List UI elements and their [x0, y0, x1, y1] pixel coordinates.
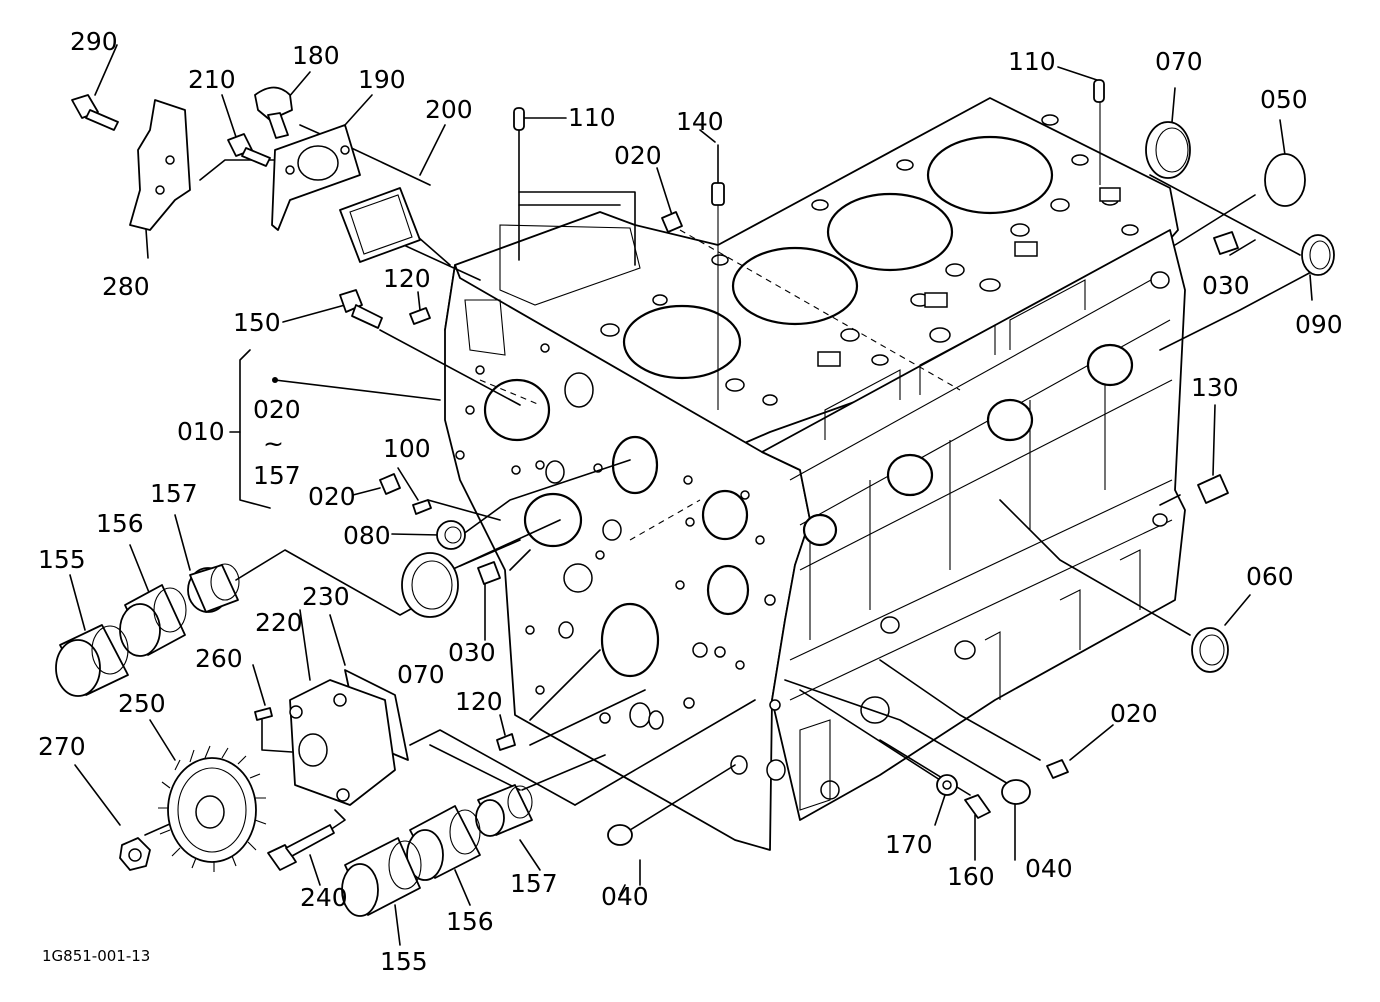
label-090: 090: [1295, 310, 1343, 339]
part-220-oil-pump: [289, 679, 396, 806]
label-020-bottom: 020: [1110, 699, 1158, 728]
label-157-left: 157: [150, 479, 198, 508]
label-230: 230: [302, 582, 350, 611]
part-120-pin-bottom: [496, 733, 516, 751]
label-157-range: 157: [253, 461, 301, 490]
diagram-code: 1G851-001-13: [42, 947, 150, 965]
label-020-mid: 020: [308, 482, 356, 511]
label-130: 130: [1191, 373, 1239, 402]
part-156-bush-bottom: [406, 805, 481, 881]
label-030-right: 030: [1202, 271, 1250, 300]
label-180: 180: [292, 41, 340, 70]
part-110-pin-right: [1093, 79, 1105, 103]
part-140-sleeve: [711, 182, 725, 206]
label-210: 210: [188, 65, 236, 94]
part-290-bolt: [71, 94, 119, 131]
label-156-bottom: 156: [446, 907, 494, 936]
label-020-range: 020: [253, 395, 301, 424]
part-070-seal-mid: [401, 552, 459, 618]
label-270: 270: [38, 732, 86, 761]
label-200: 200: [425, 95, 473, 124]
label-156-left: 156: [96, 509, 144, 538]
part-155-bush-left: [55, 624, 129, 697]
label-110-right: 110: [1008, 47, 1056, 76]
part-130-dowel: [1197, 474, 1229, 504]
cylinder-block: [444, 97, 1186, 851]
leader-lines: [69, 44, 1316, 946]
part-170-washer: [936, 774, 958, 796]
part-040-plug-right: [1001, 779, 1031, 805]
label-240: 240: [300, 883, 348, 912]
part-180-plug: [254, 86, 293, 139]
part-020-plug-mid: [379, 473, 401, 495]
part-270-nut: [119, 837, 151, 871]
label-120-top: 120: [383, 264, 431, 293]
label-020-top: 020: [614, 141, 662, 170]
label-100: 100: [383, 434, 431, 463]
label-290: 290: [70, 27, 118, 56]
part-260-key: [254, 707, 273, 721]
label-140: 140: [676, 107, 724, 136]
part-090-seal: [1301, 234, 1335, 276]
label-220: 220: [255, 608, 303, 637]
label-280: 280: [102, 272, 150, 301]
label-155-left: 155: [38, 545, 86, 574]
part-210-bolt: [227, 133, 271, 167]
part-020-plug-top: [661, 211, 683, 233]
label-060: 060: [1246, 562, 1294, 591]
part-280-bracket: [129, 99, 191, 231]
part-100-pin: [412, 499, 432, 515]
label-155-bottom: 155: [380, 947, 428, 976]
label-250: 250: [118, 689, 166, 718]
label-070-top: 070: [1155, 47, 1203, 76]
label-030-mid: 030: [448, 638, 496, 667]
part-labels: 290 210 180 190 200 280 110 140 020 110 …: [38, 27, 1343, 976]
part-190-cover: [271, 124, 361, 231]
label-040-left: 040: [601, 882, 649, 911]
part-160-bolt: [964, 794, 991, 819]
part-157-bush-left: [187, 563, 240, 613]
label-070-mid: 070: [397, 660, 445, 689]
label-050: 050: [1260, 85, 1308, 114]
label-157-bottom: 157: [510, 869, 558, 898]
label-170: 170: [885, 830, 933, 859]
part-060-seal: [1191, 627, 1229, 673]
label-040-right: 040: [1025, 854, 1073, 883]
part-155-bush-bottom: [341, 837, 422, 917]
part-050-cap: [1264, 153, 1306, 207]
part-120-pin-top: [409, 307, 431, 325]
part-110-pin-left: [513, 107, 525, 131]
part-156-bush-left: [119, 584, 187, 657]
part-200-gasket: [339, 187, 421, 263]
label-010: 010: [177, 417, 225, 446]
part-240-bolt: [267, 824, 335, 871]
label-260: 260: [195, 644, 243, 673]
label-110-left: 110: [568, 103, 616, 132]
label-080: 080: [343, 521, 391, 550]
part-157-bush-bottom: [475, 784, 533, 837]
part-040-plug-left: [607, 824, 633, 846]
part-030-plug-right: [1213, 231, 1239, 255]
part-070-cap-top: [1145, 121, 1191, 179]
part-030-plug-mid: [477, 561, 501, 585]
part-020-plug-bottom: [1046, 759, 1069, 779]
label-120-bottom: 120: [455, 687, 503, 716]
label-160: 160: [947, 862, 995, 891]
label-150: 150: [233, 308, 281, 337]
part-080-bush: [436, 520, 466, 550]
group-010-dot: [272, 377, 278, 383]
part-150-fitting: [339, 289, 383, 329]
label-tilde: ~: [263, 429, 284, 458]
label-190: 190: [358, 65, 406, 94]
part-250-gear: [158, 745, 267, 872]
